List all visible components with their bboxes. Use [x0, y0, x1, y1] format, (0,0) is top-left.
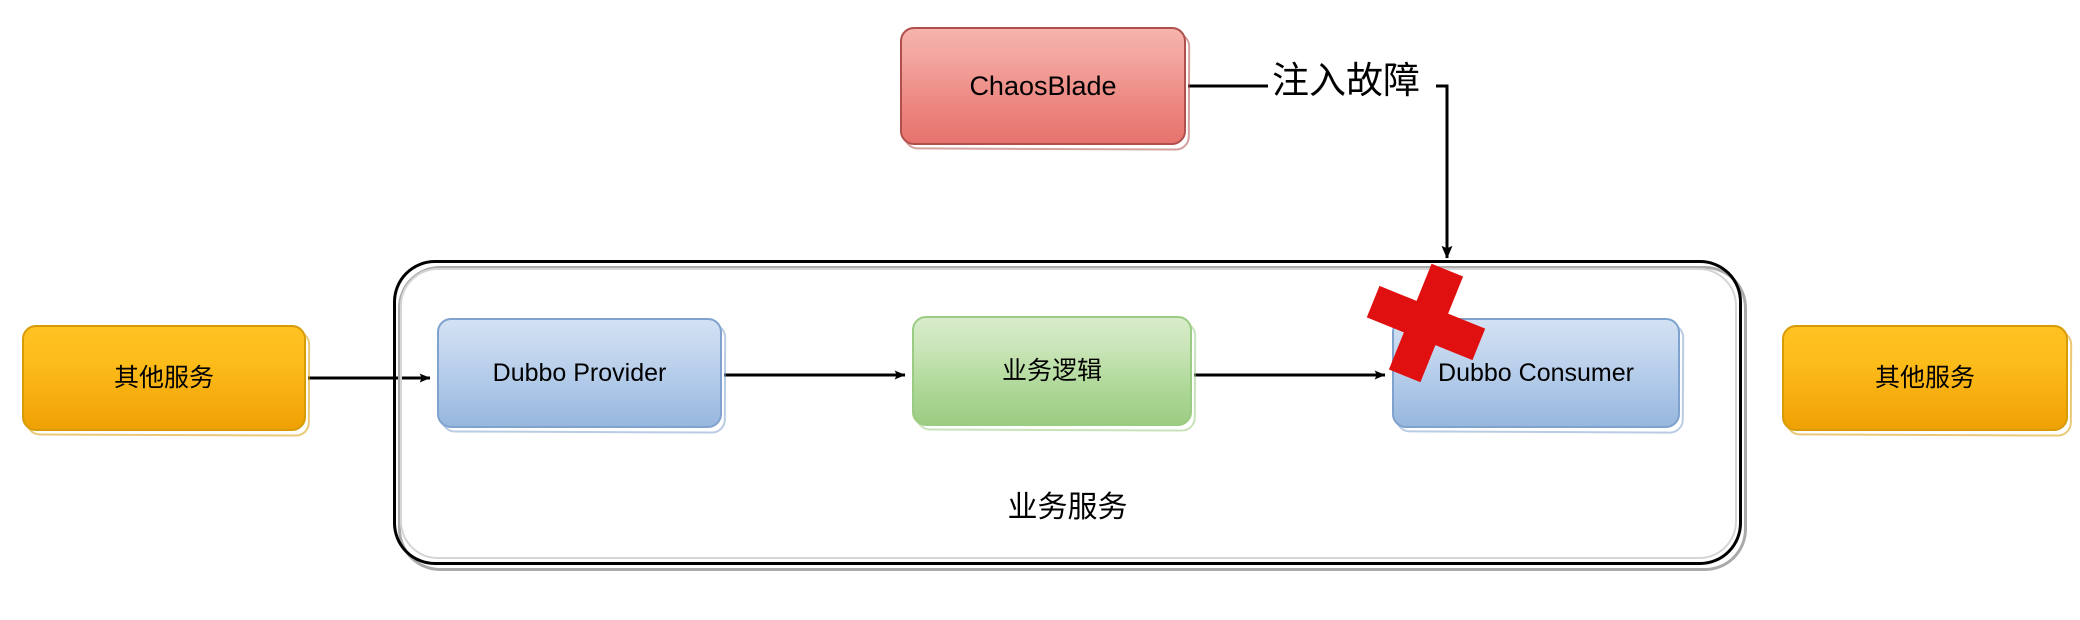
chaosblade-fill — [900, 27, 1186, 145]
node-dubbo-provider[interactable]: Dubbo Provider — [437, 318, 727, 434]
other-service-right-label: 其他服务 — [1874, 364, 1975, 392]
node-chaosblade[interactable]: ChaosBlade — [900, 27, 1191, 151]
container-outline-inner — [400, 268, 1737, 559]
other-service-left-fill — [22, 325, 306, 431]
node-business-logic[interactable]: 业务逻辑 — [912, 316, 1197, 432]
dubbo-consumer-label: Dubbo Consumer — [1438, 359, 1634, 387]
dubbo-provider-label: Dubbo Provider — [492, 359, 667, 387]
inject-fault-label: 注入故障 — [1272, 60, 1420, 101]
other-service-left-label: 其他服务 — [113, 364, 214, 392]
container-outline-shadow — [398, 266, 1747, 571]
node-dubbo-consumer[interactable]: Dubbo Consumer — [1392, 318, 1685, 434]
business-logic-label: 业务逻辑 — [1001, 357, 1102, 385]
container-title: 业务服务 — [1007, 491, 1128, 524]
node-other-service-right[interactable]: 其他服务 — [1782, 325, 2073, 437]
container-outline — [393, 260, 1742, 565]
business-logic-fill — [912, 316, 1192, 426]
business-service-container: 业务服务 — [393, 260, 1747, 571]
node-other-service-left[interactable]: 其他服务 — [22, 325, 311, 437]
other-service-right-fill — [1782, 325, 2068, 431]
edge-inject-fault-elbow — [1436, 84, 1453, 259]
chaosblade-label: ChaosBlade — [969, 70, 1117, 101]
dubbo-provider-fill — [437, 318, 722, 428]
